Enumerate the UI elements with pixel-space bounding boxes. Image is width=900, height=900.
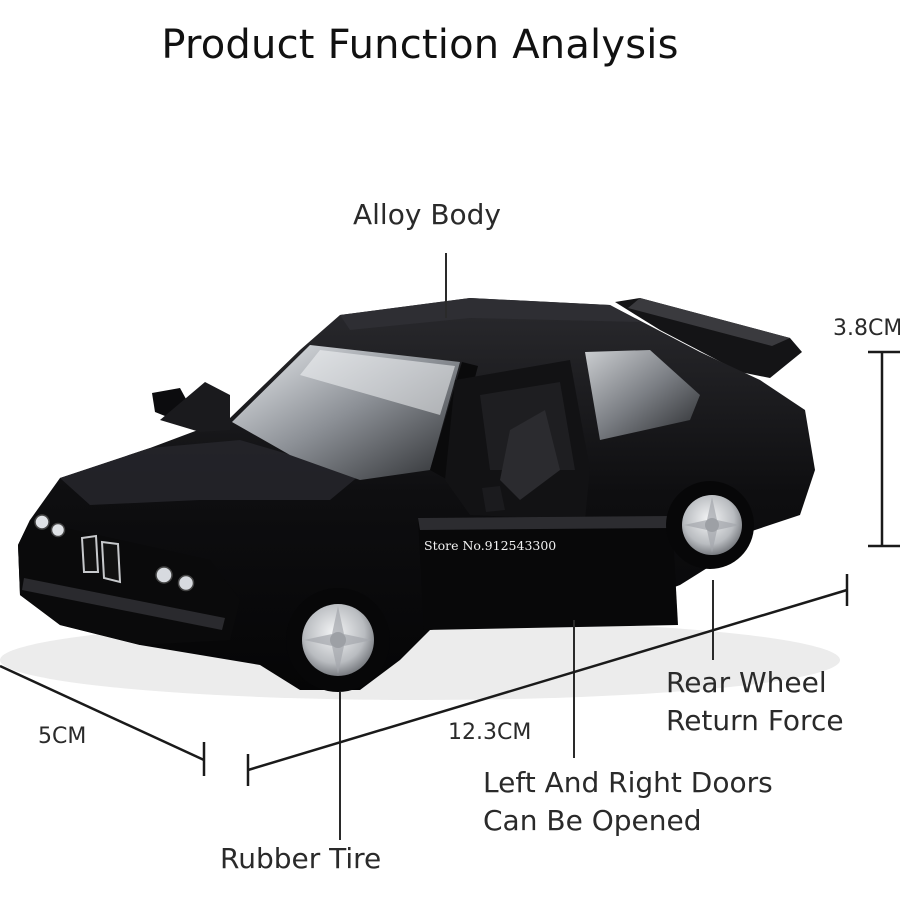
headlight-right	[155, 566, 173, 584]
page-title: Product Function Analysis	[161, 22, 679, 68]
length-dimension-label: 12.3CM	[448, 720, 532, 745]
store-watermark: Store No.912543300	[424, 538, 557, 553]
headlight-left-inner	[50, 522, 66, 538]
width-dimension	[0, 664, 206, 776]
rear-spoiler	[615, 298, 802, 378]
headlight-right-inner	[177, 574, 195, 592]
open-door-panel	[418, 516, 678, 630]
headlight-left	[34, 514, 50, 530]
kidney-grille-left	[80, 534, 100, 573]
alloy-body-label: Alloy Body	[353, 198, 501, 231]
kidney-grille-right	[100, 540, 122, 584]
rear-window	[585, 350, 700, 440]
doors-label-line2: Can Be Opened	[483, 804, 702, 837]
rear-wheel-label-line1: Rear Wheel	[666, 666, 827, 699]
doors-label-line1: Left And Right Doors	[483, 766, 773, 799]
height-dimension-label: 3.8CM	[833, 316, 900, 341]
length-dimension	[246, 574, 849, 786]
rear-wheel-label-line2: Return Force	[666, 704, 844, 737]
front-wheel	[286, 588, 390, 692]
open-door	[160, 382, 230, 432]
seat	[500, 410, 560, 500]
rear-wheel	[666, 481, 754, 569]
rubber-tire-label: Rubber Tire	[220, 842, 382, 875]
height-dimension	[868, 350, 900, 548]
width-dimension-label: 5CM	[38, 724, 87, 749]
